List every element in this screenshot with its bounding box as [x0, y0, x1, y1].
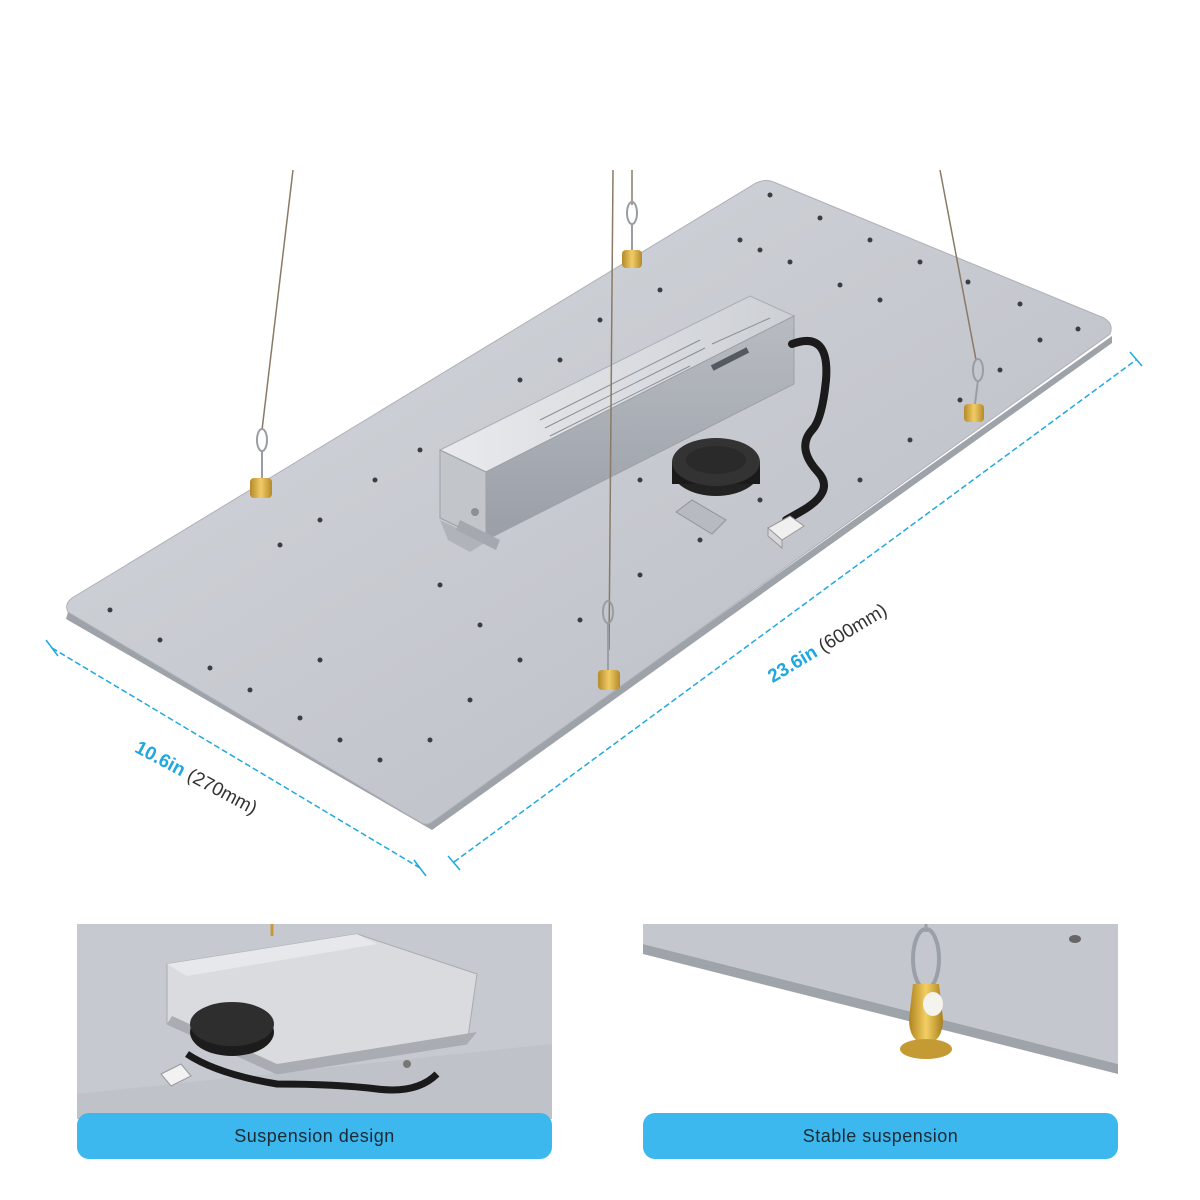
suspension-wires	[261, 169, 977, 651]
detail-image-driver	[77, 924, 552, 1119]
length-dimension-line	[447, 351, 1143, 871]
power-cable	[782, 336, 831, 524]
led-board	[66, 180, 1112, 830]
mount-hook-3	[964, 358, 984, 422]
dimmer-knob	[672, 438, 760, 535]
board-holes	[107, 192, 1081, 763]
caption-suspension-design: Suspension design	[77, 1113, 552, 1159]
product-illustration	[45, 169, 1143, 877]
led-driver	[438, 295, 796, 552]
mount-hook-1	[250, 428, 272, 498]
width-dimension-line	[45, 639, 427, 877]
detail-image-hook	[643, 924, 1118, 1119]
mount-hook-2	[622, 201, 642, 268]
caption-stable-suspension: Stable suspension	[643, 1113, 1118, 1159]
cable-connector	[767, 515, 805, 550]
mount-hook-4	[598, 600, 620, 690]
